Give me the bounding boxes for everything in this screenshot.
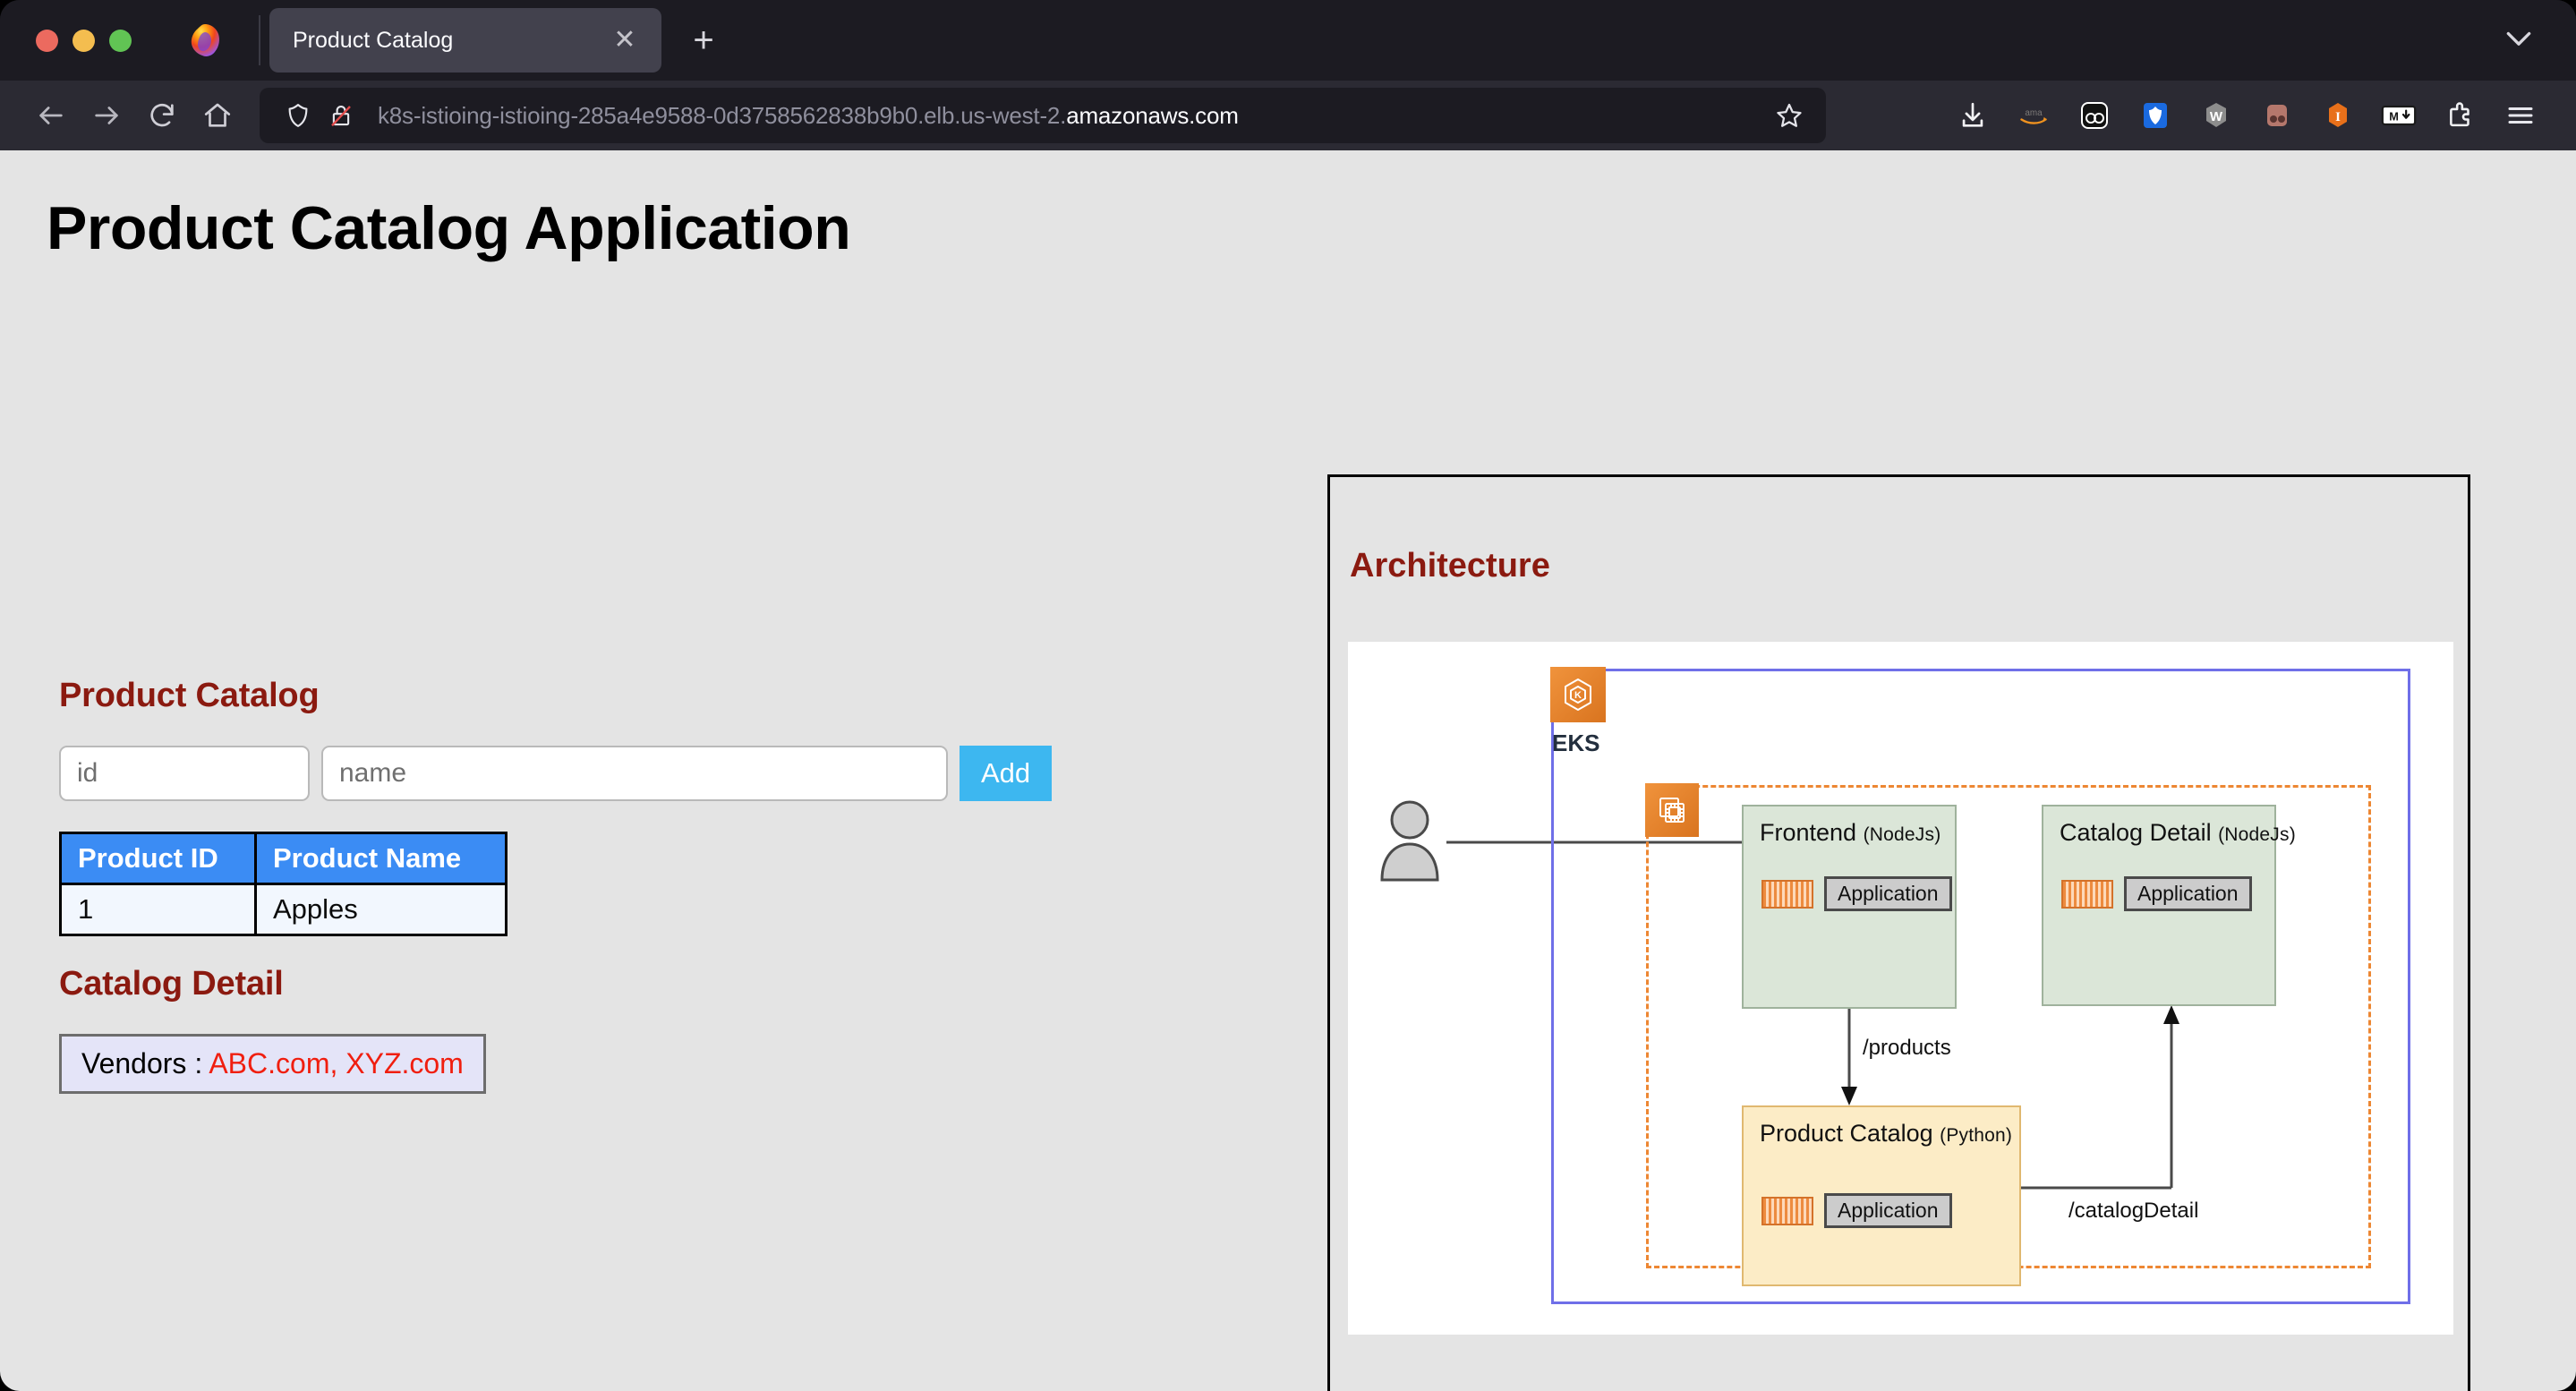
tab-separator	[259, 15, 260, 65]
node-product-catalog-name: Product Catalog	[1760, 1120, 1933, 1147]
node-catalog-detail-title: Catalog Detail (NodeJs)	[2060, 819, 2296, 847]
svg-text:I: I	[2335, 110, 2341, 124]
navigation-toolbar: k8s-istioing-istioing-285a4e9588-0d37585…	[0, 81, 2576, 150]
url-domain: amazonaws.com	[1066, 101, 1239, 129]
window-zoom-button[interactable]	[109, 29, 132, 52]
new-tab-icon[interactable]: +	[693, 21, 714, 60]
container-icon	[1761, 879, 1813, 909]
architecture-diagram: K EKS	[1348, 642, 2453, 1335]
shield-icon[interactable]	[279, 97, 317, 134]
app-menu-icon[interactable]	[2495, 90, 2546, 141]
tab-title: Product Catalog	[293, 27, 454, 53]
node-frontend: Frontend (NodeJs) Application	[1742, 805, 1957, 1009]
svg-text:M: M	[2389, 109, 2399, 123]
table-header-row: Product ID Product Name	[59, 832, 508, 885]
pocket-icon[interactable]	[2069, 90, 2120, 141]
extensions-puzzle-icon[interactable]	[2435, 90, 2485, 141]
window-traffic-lights	[16, 29, 162, 52]
star-icon[interactable]	[1767, 93, 1812, 138]
url-text[interactable]: k8s-istioing-istioing-285a4e9588-0d37585…	[378, 102, 1767, 130]
firefox-logo-icon	[187, 22, 223, 58]
amazon-icon[interactable]: ama	[2009, 90, 2059, 141]
browser-tab-product-catalog[interactable]: Product Catalog ✕	[269, 8, 661, 73]
extensions-toolbar: ama	[1948, 90, 2553, 141]
svg-text:ama: ama	[2025, 108, 2043, 118]
vendors-box: Vendors : ABC.com, XYZ.com	[59, 1034, 486, 1094]
page-content: Product Catalog Application Product Cata…	[0, 150, 2576, 1391]
add-product-form: Add	[59, 746, 1133, 801]
column-header-product-name: Product Name	[254, 832, 508, 885]
forward-arrow-icon[interactable]	[79, 88, 134, 143]
node-catalog-detail-pod: Application	[2061, 876, 2252, 911]
node-product-catalog-lang: (Python)	[1940, 1125, 2013, 1146]
node-catalog-detail-name: Catalog Detail	[2060, 819, 2212, 846]
url-prefix: k8s-istioing-istioing-285a4e9588-0d37585…	[378, 101, 1067, 129]
product-table: Product ID Product Name 1 Apples	[59, 832, 508, 936]
eks-icon: K	[1550, 667, 1606, 722]
table-row: 1 Apples	[59, 883, 508, 936]
url-bar[interactable]: k8s-istioing-istioing-285a4e9588-0d37585…	[260, 88, 1826, 143]
eks-cluster-boundary	[1551, 669, 2410, 1304]
node-frontend-pod: Application	[1761, 876, 1952, 911]
node-product-catalog: Product Catalog (Python) Application	[1742, 1105, 2021, 1286]
back-arrow-icon[interactable]	[23, 88, 79, 143]
eks-label: EKS	[1552, 730, 1600, 756]
application-chip: Application	[1824, 1193, 1952, 1228]
instapaper-i-icon[interactable]: I	[2313, 90, 2363, 141]
tab-strip: Product Catalog ✕ +	[0, 0, 2576, 81]
svg-text:K: K	[1574, 690, 1582, 701]
reload-icon[interactable]	[134, 88, 190, 143]
downloads-icon[interactable]	[1948, 90, 1998, 141]
column-header-product-id: Product ID	[59, 832, 257, 885]
architecture-heading: Architecture	[1350, 547, 1550, 585]
node-catalog-detail: Catalog Detail (NodeJs) Application	[2042, 805, 2296, 1006]
wikipedia-w-icon[interactable]: W	[2191, 90, 2241, 141]
node-catalog-detail-lang: (NodeJs)	[2218, 824, 2296, 845]
architecture-panel: Architecture	[1327, 474, 2470, 1391]
svg-text:W: W	[2210, 109, 2223, 124]
node-product-catalog-title: Product Catalog (Python)	[1760, 1120, 2012, 1148]
node-product-catalog-pod: Application	[1761, 1193, 1952, 1228]
cell-product-name: Apples	[254, 883, 508, 936]
markdown-download-icon[interactable]: M	[2374, 90, 2424, 141]
product-catalog-panel: Product Catalog Add Product ID Product N…	[59, 677, 1133, 1094]
product-id-input[interactable]	[59, 746, 310, 801]
catalog-detail-section: Catalog Detail Vendors : ABC.com, XYZ.co…	[59, 965, 1133, 1094]
close-icon[interactable]: ✕	[613, 25, 636, 55]
product-name-input[interactable]	[321, 746, 948, 801]
dual-circle-icon[interactable]	[2252, 90, 2302, 141]
home-icon[interactable]	[190, 88, 245, 143]
add-button[interactable]: Add	[960, 746, 1053, 801]
edge-label-catalog-detail: /catalogDetail	[2068, 1199, 2199, 1223]
vendors-value: ABC.com, XYZ.com	[209, 1047, 464, 1080]
shield-extension-icon[interactable]	[2130, 90, 2180, 141]
container-icon	[1761, 1196, 1813, 1225]
edge-label-products: /products	[1863, 1036, 1951, 1060]
window-close-button[interactable]	[36, 29, 58, 52]
lock-crossed-icon[interactable]	[322, 97, 360, 134]
application-chip: Application	[2124, 876, 2252, 911]
application-chip: Application	[1824, 876, 1952, 911]
page-title: Product Catalog Application	[47, 194, 851, 262]
vendors-label: Vendors :	[81, 1047, 209, 1080]
chevron-down-icon[interactable]	[2501, 21, 2537, 61]
compute-node-icon	[1645, 783, 1699, 837]
node-frontend-name: Frontend	[1760, 819, 1857, 846]
cell-product-id: 1	[59, 883, 257, 936]
window-minimize-button[interactable]	[73, 29, 95, 52]
node-frontend-title: Frontend (NodeJs)	[1760, 819, 1941, 847]
node-frontend-lang: (NodeJs)	[1863, 824, 1941, 845]
user-actor-icon	[1375, 798, 1445, 887]
product-catalog-heading: Product Catalog	[59, 677, 320, 714]
container-icon	[2061, 879, 2113, 909]
catalog-detail-heading: Catalog Detail	[59, 965, 284, 1003]
